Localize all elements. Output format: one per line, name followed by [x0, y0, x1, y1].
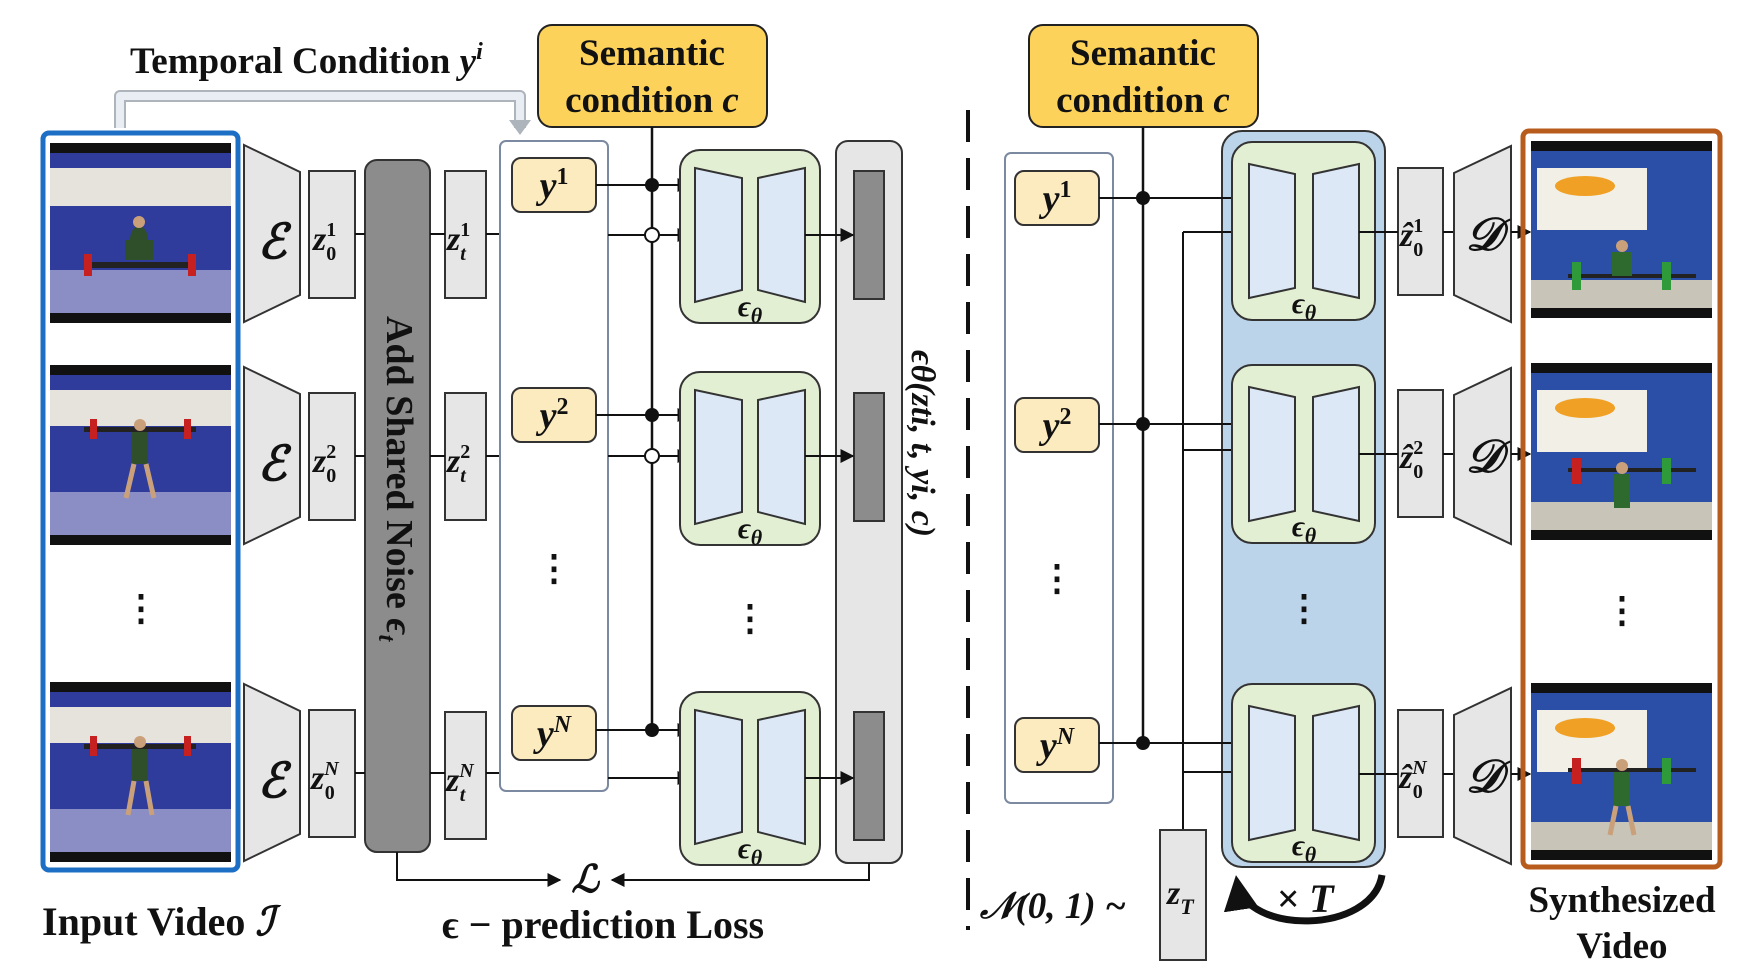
unet-ellipsis-right: ⋮	[1286, 588, 1322, 628]
temporal-condition-panel-left	[499, 140, 609, 792]
unet-ellipsis-left: ⋮	[732, 598, 768, 638]
svg-text:Add Shared Noise ϵt: Add Shared Noise ϵt	[373, 316, 420, 643]
svg-text:y2: y2	[536, 394, 569, 437]
unet-n-left: ϵθ	[679, 691, 821, 870]
encoder-row-3: ℰ	[243, 682, 301, 863]
svg-text:Semantic: Semantic	[579, 33, 725, 74]
loss-symbol: ℒ	[571, 859, 600, 901]
svg-text:yN: yN	[533, 712, 573, 755]
input-frame-1	[50, 143, 231, 323]
y-cond-n-right: yN	[1014, 717, 1100, 773]
y-cond-n-left: yN	[511, 705, 597, 761]
eps-output-label: ϵθ(zti, t, yi, c)	[904, 350, 941, 537]
svg-text:z1t: z1t	[446, 219, 470, 265]
decoder-row-3: 𝒟	[1453, 686, 1512, 866]
svg-text:z20: z20	[312, 441, 336, 487]
unet-2-right: ϵθ	[1231, 364, 1376, 548]
temporal-condition-panel-right	[1004, 152, 1114, 804]
y-cond-2-right: y2	[1014, 397, 1100, 453]
svg-text:y1: y1	[1039, 177, 1072, 220]
output-frame-1	[1531, 141, 1712, 318]
y-ellipsis-right: ⋮	[1039, 558, 1075, 598]
encoder-row-2: ℰ	[243, 365, 301, 546]
synthesized-label-line1: Synthesized	[1528, 880, 1716, 921]
unet-n-right: ϵθ	[1231, 683, 1376, 867]
loop-arrow	[1223, 874, 1386, 925]
y-cond-1-right: y1	[1014, 170, 1100, 226]
decoder-row-1: 𝒟	[1453, 144, 1512, 324]
svg-text:zN0: zN0	[310, 758, 340, 804]
unet-1-left: ϵθ	[679, 149, 821, 328]
svg-text:ẑ10: ẑ10	[1399, 215, 1423, 261]
output-frame-3	[1531, 683, 1712, 860]
svg-text:zNt: zNt	[445, 760, 475, 806]
temporal-condition-label: Temporal Condition yi	[130, 39, 483, 82]
loss-arrow-right	[610, 863, 870, 887]
input-ellipsis: ⋮	[123, 588, 159, 628]
synthesized-video-frame	[1520, 128, 1723, 870]
svg-text:ϵθ: ϵθ	[738, 832, 763, 870]
svg-text:ϵθ: ϵθ	[738, 290, 763, 328]
unet-1-right: ϵθ	[1231, 141, 1376, 325]
noise-distribution-label: 𝒩(0, 1) ~	[979, 886, 1126, 927]
svg-text:ẑ20: ẑ20	[1399, 437, 1423, 483]
svg-text:yN: yN	[1036, 724, 1076, 767]
loss-arrow-left	[396, 852, 562, 887]
svg-text:Semantic: Semantic	[1070, 33, 1216, 74]
y-cond-2-left: y2	[511, 387, 597, 443]
synthesized-label-line2: Video	[1576, 926, 1667, 967]
noise-zT-box: zT	[1159, 829, 1207, 961]
svg-text:condition c: condition c	[1056, 80, 1230, 121]
loss-label: ϵ − prediction Loss	[442, 902, 764, 947]
svg-text:condition c: condition c	[565, 80, 739, 121]
semantic-condition-box-left: Semantic condition c	[537, 24, 768, 128]
svg-text:z10: z10	[312, 219, 336, 265]
svg-text:z2t: z2t	[446, 441, 470, 487]
temporal-condition-arrow	[114, 90, 526, 128]
decoder-row-2: 𝒟	[1453, 366, 1512, 546]
encoder-row-1: ℰ	[243, 143, 301, 324]
times-t-label: × T	[1276, 876, 1335, 921]
output-ellipsis: ⋮	[1604, 590, 1640, 630]
input-video-frame	[40, 130, 241, 873]
svg-text:ϵθ: ϵθ	[738, 512, 763, 550]
input-frame-3	[50, 682, 231, 862]
svg-text:ẑN0: ẑN0	[1398, 757, 1428, 803]
svg-text:y1: y1	[536, 164, 569, 207]
semantic-condition-box-right: Semantic condition c	[1028, 24, 1259, 128]
y-cond-1-left: y1	[511, 157, 597, 213]
input-video-label: Input Video ℐ	[42, 899, 282, 944]
input-frame-2	[50, 365, 231, 545]
svg-text:ϵθ: ϵθ	[1292, 829, 1317, 867]
svg-text:y2: y2	[1039, 404, 1072, 447]
unet-2-left: ϵθ	[679, 371, 821, 550]
svg-text:ϵθ: ϵθ	[1292, 287, 1317, 325]
svg-text:ϵθ: ϵθ	[1292, 510, 1317, 548]
add-shared-noise-bar: Add Shared Noise ϵt	[364, 159, 431, 853]
y-ellipsis-left: ⋮	[536, 548, 572, 588]
svg-text:zT: zT	[1166, 875, 1195, 919]
output-frame-2	[1531, 363, 1712, 540]
